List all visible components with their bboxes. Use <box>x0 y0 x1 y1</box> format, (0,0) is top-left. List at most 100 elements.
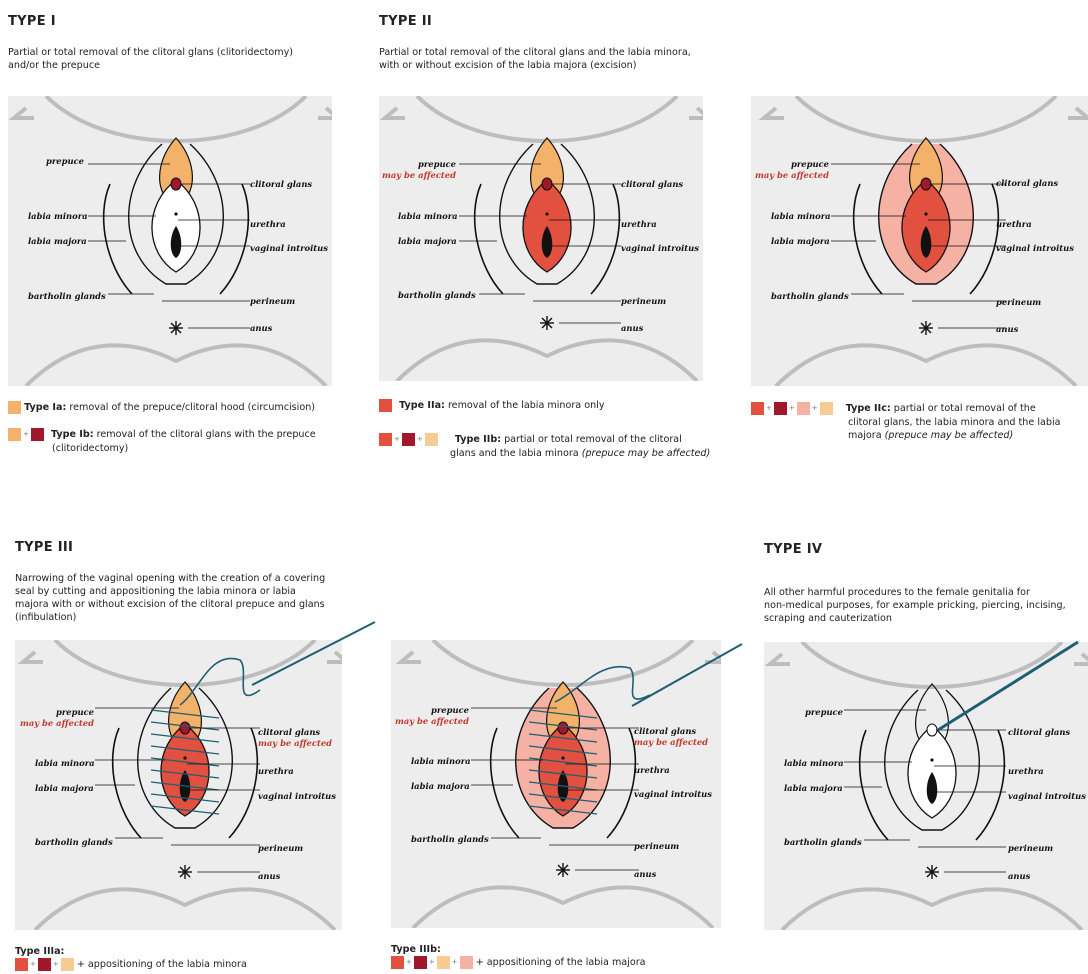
swatch-prepuce <box>8 401 21 414</box>
label-bartholin-glands: bartholin glands <box>398 290 476 300</box>
type4-desc-line2: non-medical purposes, for example pricki… <box>764 599 1066 612</box>
legend-type2a-text: removal of the labia minora only <box>445 400 605 411</box>
label-prepuce: prepuce <box>391 705 469 715</box>
label-vaginal-introitus: vaginal introitus <box>250 243 328 253</box>
label-labia-minora: labia minora <box>398 211 458 221</box>
legend-type1b: + Type Ib: removal of the clitoral glans… <box>8 428 316 455</box>
label-urethra: urethra <box>250 219 286 229</box>
legend-type2b-text2: glans and the labia minora <box>450 448 579 459</box>
clitoral-glans-shape <box>921 178 931 190</box>
label-bartholin-glands: bartholin glands <box>28 291 106 301</box>
label-labia-minora: labia minora <box>35 758 95 768</box>
type1-title: TYPE I <box>8 14 56 29</box>
swatch-minora <box>751 402 764 415</box>
type4-description: All other harmful procedures to the fema… <box>764 586 1066 625</box>
label-urethra: urethra <box>996 219 1032 229</box>
swatch-minora <box>379 399 392 412</box>
label-labia-majora: labia majora <box>771 236 830 246</box>
swatch-majora <box>797 402 810 415</box>
label-perineum: perineum <box>1008 843 1053 853</box>
label-clitoral-glans: clitoral glans <box>634 726 696 736</box>
urethra-shape <box>174 212 177 215</box>
type2-description: Partial or total removal of the clitoral… <box>379 46 691 72</box>
urethra-shape <box>924 212 927 215</box>
swatch-glans <box>38 958 51 971</box>
type3-description: Narrowing of the vaginal opening with th… <box>15 572 325 624</box>
type3-desc-line1: Narrowing of the vaginal opening with th… <box>15 572 325 585</box>
label-clitoral-glans: clitoral glans <box>1008 727 1070 737</box>
label-urethra: urethra <box>634 765 670 775</box>
anus-shape <box>556 863 570 877</box>
label-labia-majora: labia majora <box>28 236 87 246</box>
legend-type1a-label: Type Ia: <box>24 402 66 413</box>
anus-shape <box>925 865 939 879</box>
clitoral-glans-shape <box>180 722 190 734</box>
label-prepuce: prepuce <box>751 159 829 169</box>
legend-type2c-text2: clitoral glans, the labia minora and the… <box>848 416 1061 429</box>
label-labia-majora: labia majora <box>784 783 843 793</box>
label-vaginal-introitus: vaginal introitus <box>996 243 1074 253</box>
label-bartholin-glands: bartholin glands <box>771 291 849 301</box>
swatch-glans <box>31 428 44 441</box>
legend-type2c-italic: (prepuce may be affected) <box>882 430 1014 441</box>
label-perineum: perineum <box>621 296 666 306</box>
legend-type1a-text: removal of the prepuce/clitoral hood (ci… <box>66 402 315 413</box>
swatch-majora <box>460 956 473 969</box>
label-clitoral-glans: clitoral glans <box>621 179 683 189</box>
label-clitoral-glans: clitoral glans <box>258 727 320 737</box>
label-clitoral-glans: clitoral glans <box>250 179 312 189</box>
label-may-be-affected: may be affected <box>379 170 456 180</box>
legend-type3a: Type IIIa: ++ + appositioning of the lab… <box>15 945 247 972</box>
legend-type3b-text: + appositioning of the labia majora <box>476 957 646 968</box>
label-bartholin-glands: bartholin glands <box>784 837 862 847</box>
label-anus: anus <box>621 323 643 333</box>
label-anus: anus <box>1008 871 1030 881</box>
label-prepuce: prepuce <box>8 156 84 166</box>
clitoral-glans-shape <box>558 722 568 734</box>
label-urethra: urethra <box>621 219 657 229</box>
label-vaginal-introitus: vaginal introitus <box>634 789 712 799</box>
label-vaginal-introitus: vaginal introitus <box>1008 791 1086 801</box>
legend-type3a-label: Type IIIa: <box>15 945 247 958</box>
label-perineum: perineum <box>996 297 1041 307</box>
legend-type2c-label: Type IIc: <box>846 403 891 414</box>
label-prepuce: prepuce <box>15 707 94 717</box>
swatch-pale <box>820 402 833 415</box>
type1-desc-line2: and/or the prepuce <box>8 59 293 72</box>
legend-type1b-text2: (clitoridectomy) <box>52 442 316 455</box>
legend-type1b-text1: removal of the clitoral glans with the p… <box>94 429 316 440</box>
anus-shape <box>178 865 192 879</box>
anus-shape <box>169 321 183 335</box>
label-urethra: urethra <box>258 766 294 776</box>
swatch-glans <box>774 402 787 415</box>
swatch-pale <box>437 956 450 969</box>
label-vaginal-introitus: vaginal introitus <box>621 243 699 253</box>
label-may-be-affected: may be affected <box>391 716 469 726</box>
urethra-shape <box>561 756 564 759</box>
label-labia-minora: labia minora <box>771 211 831 221</box>
clitoral-glans-shape <box>542 178 552 190</box>
swatch-glans <box>402 433 415 446</box>
legend-type2b-label: Type IIb: <box>455 434 501 445</box>
clitoral-glans-shape <box>927 724 937 736</box>
legend-type2c-text3: majora <box>848 430 882 441</box>
legend-type2a: Type IIa: removal of the labia minora on… <box>379 399 605 413</box>
label-prepuce: prepuce <box>764 707 843 717</box>
label-anus: anus <box>996 324 1018 334</box>
type2-desc-line2: with or without excision of the labia ma… <box>379 59 691 72</box>
type1-description: Partial or total removal of the clitoral… <box>8 46 293 72</box>
type4-title: TYPE IV <box>764 542 822 557</box>
anus-shape <box>919 321 933 335</box>
label-may-be-affected: may be affected <box>258 738 332 748</box>
anus-shape <box>540 316 554 330</box>
swatch-minora <box>391 956 404 969</box>
label-bartholin-glands: bartholin glands <box>35 837 113 847</box>
type3-desc-line3: majora with or without excision of the c… <box>15 598 325 611</box>
type1-desc-line1: Partial or total removal of the clitoral… <box>8 46 293 59</box>
legend-type1b-label: Type Ib: <box>51 429 94 440</box>
type4-desc-line1: All other harmful procedures to the fema… <box>764 586 1066 599</box>
label-anus: anus <box>258 871 280 881</box>
type3-desc-line4: (infibulation) <box>15 611 325 624</box>
label-may-be-affected: may be affected <box>634 737 708 747</box>
legend-type3b-label: Type IIIb: <box>391 943 646 956</box>
